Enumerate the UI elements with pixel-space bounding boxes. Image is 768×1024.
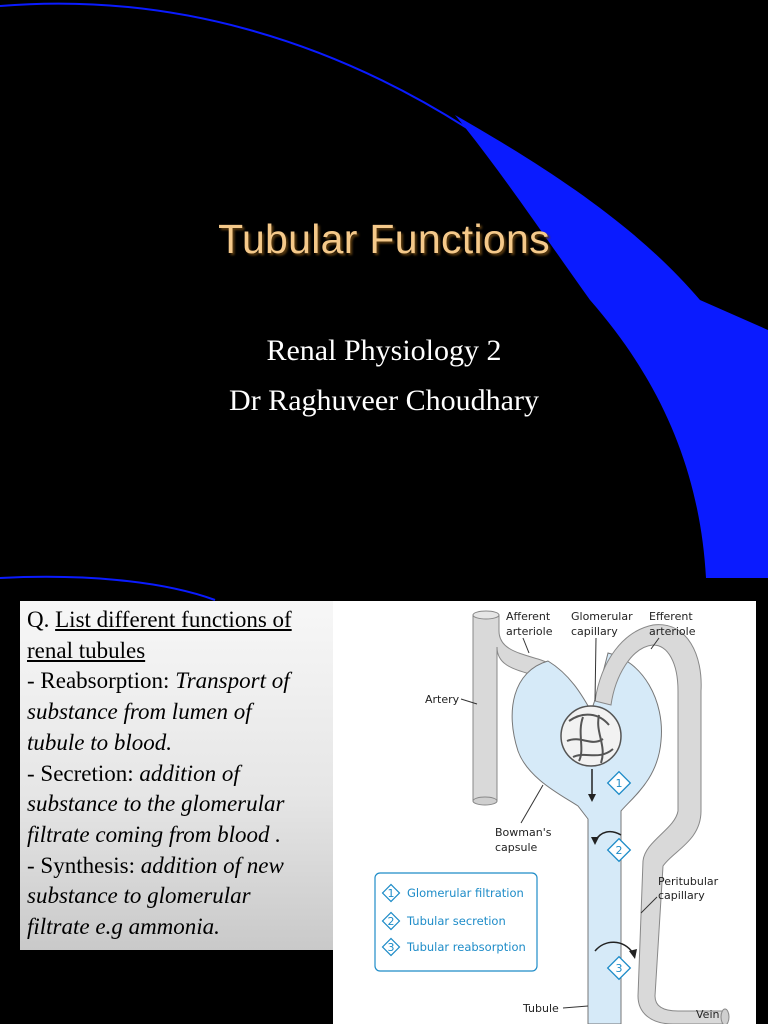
question-line-1: Q. List different functions of <box>27 605 327 636</box>
lower-arc-line <box>0 575 216 601</box>
label-glomerular-1: Glomerular <box>571 610 633 623</box>
nephron-diagram: 1 2 3 Afferent arteriole Glomerular capi… <box>333 601 756 1024</box>
filtration-arrowhead <box>588 794 596 802</box>
legend-text-2: Tubular secretion <box>406 914 506 928</box>
efferent-leader <box>650 637 660 650</box>
step-3-marker: 3 <box>606 955 632 981</box>
legend-text-1: Glomerular filtration <box>407 886 524 900</box>
step-1-num: 1 <box>616 777 623 790</box>
subtitle-course: Renal Physiology 2 <box>266 334 502 367</box>
label-efferent-2: arteriole <box>649 625 696 638</box>
step-1-marker: 1 <box>606 770 632 796</box>
label-efferent-1: Efferent <box>649 610 693 623</box>
reabsorption-label: - Reabsorption: <box>27 668 176 694</box>
tubule-leader <box>562 1005 589 1009</box>
synthesis-text-b: substance to glomerular <box>27 883 251 909</box>
legend-text-3: Tubular reabsorption <box>406 940 526 954</box>
slide-title: Tubular Functions <box>218 216 550 262</box>
secretion-line-1: - Secretion: addition of <box>27 759 327 790</box>
secretion-text-a: addition of <box>139 760 240 786</box>
glomerular-leader <box>594 637 597 702</box>
question-line-2: renal tubules <box>27 636 327 667</box>
blue-swoosh <box>455 115 768 578</box>
vein-opening <box>720 1008 730 1024</box>
synthesis-text-c: filtrate e.g ammonia. <box>27 914 220 940</box>
nephron-diagram-svg: 1 2 3 Afferent arteriole Glomerular capi… <box>374 610 730 1024</box>
legend-num-3: 3 <box>388 941 395 954</box>
synthesis-label: - Synthesis: <box>27 852 141 878</box>
question-heading-1: List different functions of <box>55 607 292 632</box>
reabsorption-text-b: substance from lumen of <box>27 699 252 725</box>
question-heading-2: renal tubules <box>27 637 146 663</box>
label-artery: Artery <box>425 693 460 706</box>
reabsorption-text-c: tubule to blood. <box>27 729 173 755</box>
legend-item-2: 2 Tubular secretion <box>381 911 506 931</box>
label-bowmans-2: capsule <box>495 841 538 854</box>
reabsorption-arrow <box>594 941 634 954</box>
reabsorption-arrowhead <box>629 949 637 959</box>
synthesis-line-1: - Synthesis: addition of new <box>27 851 327 882</box>
legend-num-2: 2 <box>388 915 395 928</box>
label-afferent-1: Afferent <box>506 610 551 623</box>
artery-leader <box>460 698 478 705</box>
question-prefix: Q. <box>27 607 56 632</box>
label-vein: Vein <box>696 1008 719 1021</box>
step-2-marker: 2 <box>606 837 632 863</box>
peritubular-leader <box>640 896 658 914</box>
label-afferent-2: arteriole <box>506 625 553 638</box>
legend-num-1: 1 <box>388 887 395 900</box>
secretion-text-b: substance to the glomerular <box>27 791 285 817</box>
afferent-top-opening <box>472 610 500 620</box>
step-3-num: 3 <box>616 962 623 975</box>
reabsorption-line-1: - Reabsorption: Transport of <box>27 666 327 697</box>
legend-item-1: 1 Glomerular filtration <box>381 883 524 903</box>
secretion-label: - Secretion: <box>27 760 140 786</box>
efferent-peritubular-shape <box>594 624 726 1024</box>
label-bowmans-1: Bowman's <box>495 826 552 839</box>
glomerulus <box>560 705 622 767</box>
legend-item-3: 3 Tubular reabsorption <box>381 937 526 957</box>
secretion-text-c: filtrate coming from blood . <box>27 821 282 847</box>
reabsorption-text-a: Transport of <box>175 668 290 694</box>
label-tubule: Tubule <box>522 1002 559 1015</box>
bowmans-leader <box>520 784 544 824</box>
label-peritubular-1: Peritubular <box>658 875 719 888</box>
artery-opening <box>472 796 498 806</box>
top-arc-line <box>0 2 471 131</box>
synthesis-text-a: addition of new <box>140 852 284 878</box>
legend: 1 Glomerular filtration 2 Tubular secret… <box>374 872 538 972</box>
step-2-num: 2 <box>616 844 623 857</box>
afferent-leader <box>522 637 530 654</box>
label-glomerular-2: capillary <box>571 625 618 638</box>
subtitle-author: Dr Raghuveer Choudhary <box>229 384 539 417</box>
question-textbox: Q. List different functions of renal tub… <box>20 601 333 950</box>
label-peritubular-2: capillary <box>658 889 705 902</box>
secretion-arrowhead <box>591 837 599 845</box>
